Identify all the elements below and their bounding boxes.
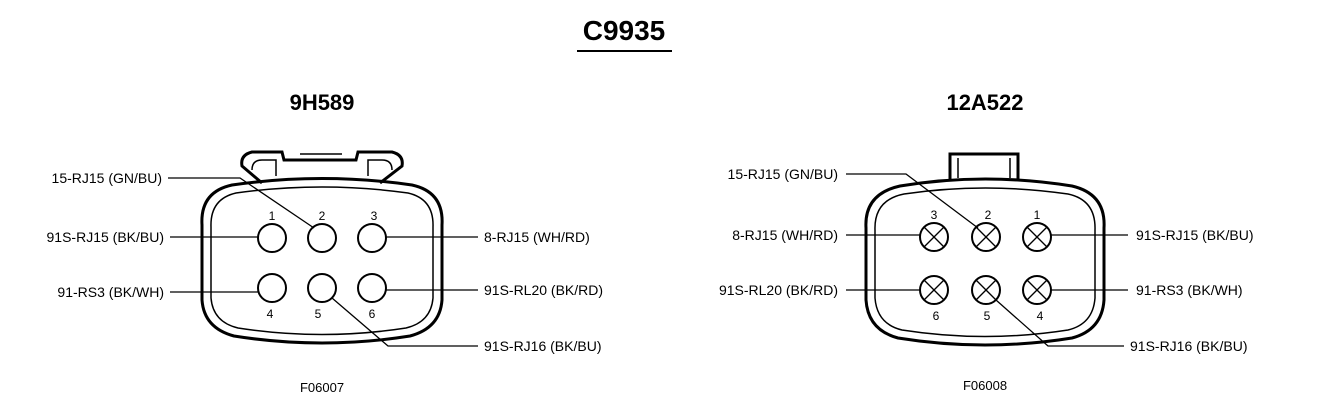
left-locking-tab xyxy=(240,150,404,185)
right-figure-id: F06008 xyxy=(963,378,1007,393)
left-leader-pin-2 xyxy=(168,177,315,229)
left-wire-label-pin-6: 91S-RL20 (BK/RD) xyxy=(484,282,603,298)
right-cavity-3 xyxy=(919,222,949,252)
right-leader-pin-2 xyxy=(846,173,979,229)
right-wire-label-pin-2: 15-RJ15 (GN/BU) xyxy=(728,166,838,182)
right-cavity-5 xyxy=(971,275,1001,305)
left-tab-clip-right xyxy=(367,159,393,176)
right-part-number: 12A522 xyxy=(946,90,1023,115)
left-pin-number-3: 3 xyxy=(371,209,378,223)
right-connector-inner-wall xyxy=(874,187,1096,338)
left-cavity-4 xyxy=(257,273,287,303)
right-pin-number-1: 1 xyxy=(1034,208,1041,222)
right-cavity-1 xyxy=(1022,222,1052,252)
right-cavity-2 xyxy=(971,222,1001,252)
right-leader-pin-5 xyxy=(995,299,1124,347)
right-cavity-6 xyxy=(919,275,949,305)
left-tab-clip-left xyxy=(251,159,277,176)
left-leader-pin-5 xyxy=(331,297,478,347)
left-cavity-6 xyxy=(357,273,387,303)
right-pin-number-2: 2 xyxy=(985,208,992,222)
right-wire-label-pin-1: 91S-RJ15 (BK/BU) xyxy=(1136,227,1253,243)
right-wire-label-pin-5: 91S-RJ16 (BK/BU) xyxy=(1130,338,1247,354)
diagram-title: C9935 xyxy=(583,15,666,46)
left-pin-number-6: 6 xyxy=(369,307,376,321)
right-pin-number-4: 4 xyxy=(1037,309,1044,323)
left-wire-label-pin-1: 91S-RJ15 (BK/BU) xyxy=(47,229,164,245)
right-pin-number-3: 3 xyxy=(931,208,938,222)
left-connector-body xyxy=(200,177,444,345)
right-wire-label-pin-3: 8-RJ15 (WH/RD) xyxy=(732,227,838,243)
left-pin-number-5: 5 xyxy=(315,307,322,321)
right-connector-body xyxy=(864,177,1106,347)
left-wire-label-pin-2: 15-RJ15 (GN/BU) xyxy=(52,170,162,186)
left-wire-label-pin-4: 91-RS3 (BK/WH) xyxy=(57,284,164,300)
right-pin-number-5: 5 xyxy=(984,309,991,323)
left-wire-label-pin-5: 91S-RJ16 (BK/BU) xyxy=(484,338,601,354)
right-cavity-4 xyxy=(1022,275,1052,305)
left-cavity-2 xyxy=(307,223,337,253)
connector-right: 12A522 xyxy=(719,90,1254,393)
connector-left: 9H589 1 2 3 4 5 6 15-RJ15 (GN/BU) 91S- xyxy=(47,90,604,395)
right-wire-label-pin-4: 91-RS3 (BK/WH) xyxy=(1136,282,1243,298)
left-part-number: 9H589 xyxy=(290,90,355,115)
right-locking-tab xyxy=(948,152,1020,180)
right-wire-label-pin-6: 91S-RL20 (BK/RD) xyxy=(719,282,838,298)
left-connector-inner-wall xyxy=(210,186,434,336)
left-cavity-3 xyxy=(357,223,387,253)
left-cavity-1 xyxy=(257,223,287,253)
left-figure-id: F06007 xyxy=(300,380,344,395)
right-pin-number-6: 6 xyxy=(933,309,940,323)
left-wire-label-pin-3: 8-RJ15 (WH/RD) xyxy=(484,229,590,245)
left-pin-number-2: 2 xyxy=(319,209,326,223)
left-pin-number-1: 1 xyxy=(269,209,276,223)
left-cavity-5 xyxy=(307,273,337,303)
left-pin-number-4: 4 xyxy=(267,307,274,321)
